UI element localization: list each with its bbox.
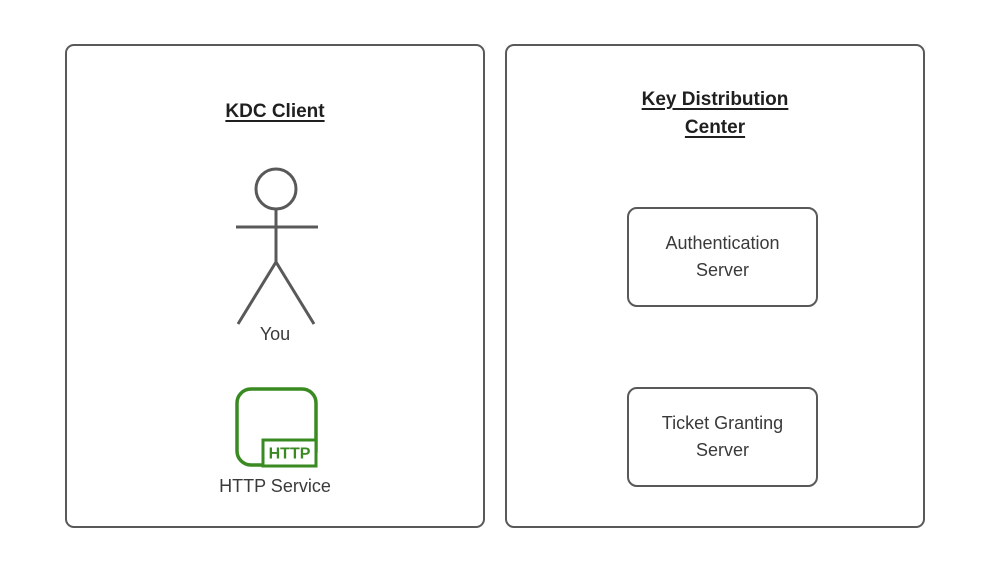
person-head [254, 167, 298, 211]
ticket-granting-server-node: Ticket Granting Server [627, 387, 818, 487]
person-leg-left [236, 261, 278, 325]
ticket-granting-server-label: Ticket Granting Server [661, 413, 784, 460]
kdc-title-line2: Center [684, 117, 746, 138]
authentication-server-node: Authentication Server [627, 207, 818, 307]
http-service-label: HTTP Service [219, 476, 331, 496]
http-badge-box [261, 438, 318, 468]
kdc-client-panel: KDC Client You HTTP HTTP Service [65, 44, 485, 528]
person-leg-right [274, 261, 316, 325]
http-service-icon: HTTP [235, 387, 318, 468]
authentication-server-label: Authentication Server [665, 233, 780, 280]
kdc-title-line1: Key Distribution [641, 89, 789, 110]
http-badge-label: HTTP [269, 446, 311, 463]
person-icon [236, 167, 318, 325]
actor-label: You [259, 324, 291, 344]
kdc-title: Key Distribution Center [507, 86, 923, 142]
kdc-client-title-text: KDC Client [225, 101, 325, 122]
kdc-client-title: KDC Client [67, 98, 483, 126]
key-distribution-center-panel: Key Distribution Center Authentication S… [505, 44, 925, 528]
